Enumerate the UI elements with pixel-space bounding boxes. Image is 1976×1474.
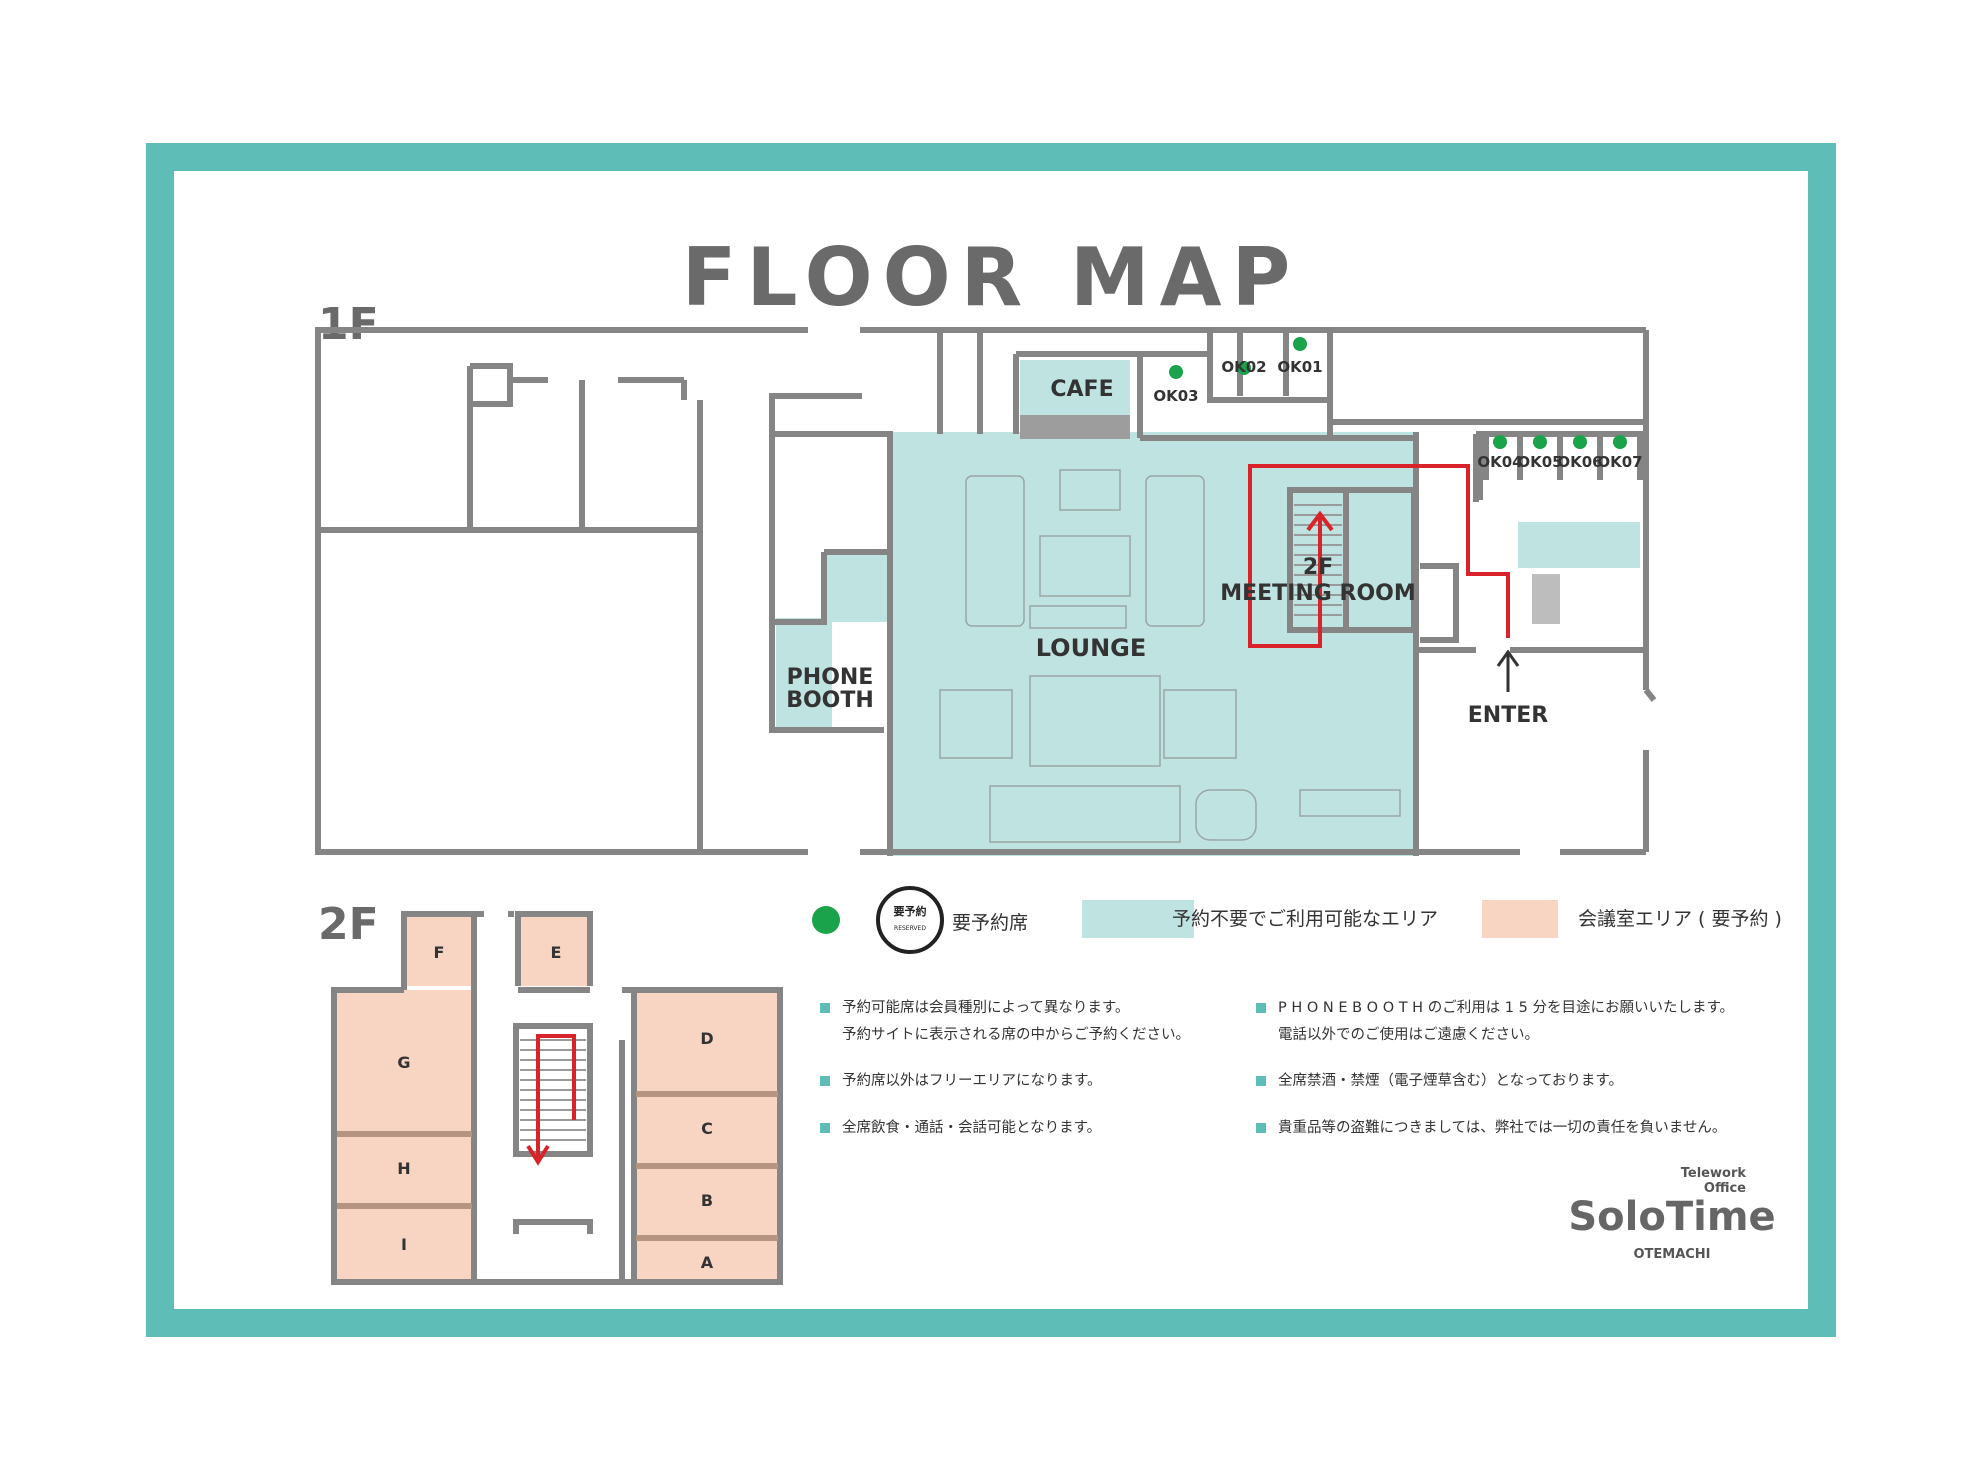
lounge-area[interactable] — [890, 432, 1416, 856]
page-title: FLOOR MAP — [681, 231, 1301, 324]
cafe-counter — [1020, 415, 1130, 439]
phone-booth-area[interactable] — [776, 618, 832, 728]
booth-ok01[interactable]: OK01 — [1277, 358, 1322, 376]
note-bullet — [1256, 1003, 1266, 1013]
booth-ok04[interactable]: OK04 — [1477, 453, 1522, 471]
note-right-2: 全席禁酒・禁煙（電子煙草含む）となっております。 — [1256, 1068, 1623, 1095]
booth-ok07[interactable]: OK07 — [1597, 453, 1642, 471]
room-h[interactable]: H — [397, 1159, 410, 1178]
booth-ok02[interactable]: OK02 — [1221, 358, 1266, 376]
route-arrow — [1306, 510, 1334, 532]
cafe-label: CAFE — [1050, 377, 1113, 402]
booth-ok05[interactable]: OK05 — [1517, 453, 1562, 471]
lounge-sofa-area — [826, 552, 890, 622]
walls-1f — [315, 327, 1657, 856]
logo-place: OTEMACHI — [1633, 1247, 1710, 1262]
enter-label: ENTER — [1468, 703, 1548, 728]
floor-label-1f: 1F — [318, 299, 379, 350]
room-e[interactable]: E — [551, 943, 562, 962]
booth-table-area — [1518, 522, 1640, 568]
room-d[interactable]: D — [700, 1029, 713, 1048]
logo-small-2: Office — [1704, 1181, 1746, 1196]
note-bullet — [1256, 1076, 1266, 1086]
lounge-furniture — [939, 469, 1401, 843]
logo-brand: SoloTime — [1568, 1194, 1775, 1240]
reserved-stamp-top: 要予約 — [894, 904, 927, 918]
logo-small-1: Telework — [1681, 1166, 1747, 1181]
note-right-1: P H O N E B O O T H のご利用は 1 5 分を目途にお願いいた… — [1256, 995, 1734, 1049]
room-g[interactable]: G — [397, 1053, 410, 1072]
note-bullet — [1256, 1123, 1266, 1133]
note-bullet — [820, 1123, 830, 1133]
meeting-label-1: 2F — [1303, 555, 1333, 580]
reserved-stamp-bottom: RESERVED — [894, 925, 926, 932]
note-right-3: 貴重品等の盗難につきましては、弊社では一切の責任を負いません。 — [1256, 1115, 1726, 1142]
route-line — [1248, 464, 1510, 648]
legend-free-area: 予約不要でご利用可能なエリア — [1172, 908, 1439, 930]
free-area-swatch — [1082, 900, 1194, 938]
room-b[interactable]: B — [701, 1191, 713, 1210]
room-i[interactable]: I — [401, 1235, 407, 1254]
reserved-dots — [1169, 337, 1627, 449]
legend-reserved-seat: 要予約席 — [952, 912, 1029, 934]
room-f[interactable]: F — [434, 943, 445, 962]
note-bullet — [820, 1076, 830, 1086]
phone-booth-label-1: PHONE — [787, 665, 874, 690]
floor-label-2f: 2F — [318, 899, 379, 950]
note-left-2: 予約席以外はフリーエリアになります。 — [820, 1068, 1102, 1095]
note-left-3: 全席飲食・通話・会話可能となります。 — [820, 1115, 1101, 1142]
note-bullet — [820, 1003, 830, 1013]
phone-booth-label-2: BOOTH — [786, 688, 874, 713]
room-c[interactable]: C — [701, 1119, 713, 1138]
room-a[interactable]: A — [701, 1253, 714, 1272]
meeting-label-2: MEETING ROOM — [1220, 581, 1416, 606]
booth-ok06[interactable]: OK06 — [1557, 453, 1602, 471]
lounge-label: LOUNGE — [1036, 634, 1147, 662]
reserved-dot-icon — [812, 906, 840, 934]
meeting-area-swatch — [1482, 900, 1558, 938]
reserved-stamp-icon — [876, 886, 944, 954]
plan-2f — [331, 911, 783, 1285]
booth-ok03[interactable]: OK03 — [1153, 387, 1198, 405]
note-left-1: 予約可能席は会員種別によって異なります。 予約サイトに表示される席の中からご予約… — [820, 995, 1190, 1049]
legend-meeting-area: 会議室エリア ( 要予約 ) — [1578, 908, 1782, 930]
